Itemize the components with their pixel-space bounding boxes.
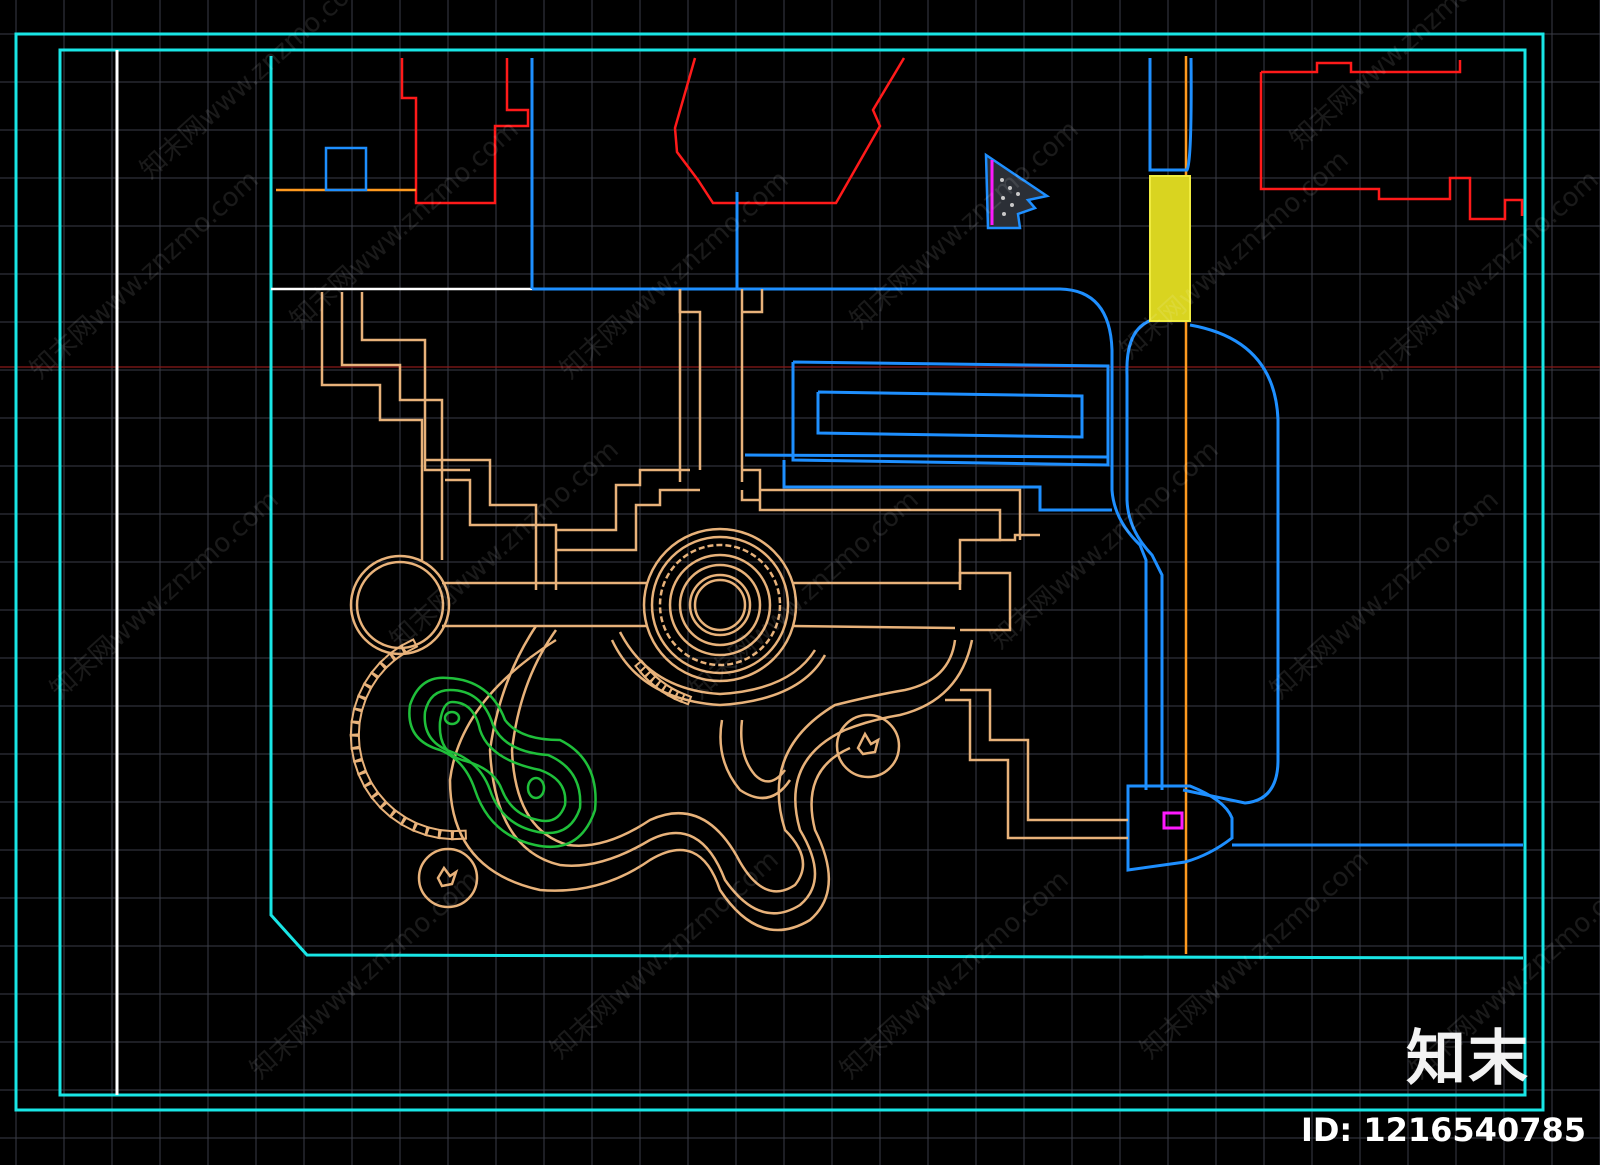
building-2 [673, 57, 906, 205]
pond [408, 676, 597, 849]
central-plaza [642, 527, 798, 683]
garden-paths [320, 289, 1128, 840]
yellow-highlight [1149, 175, 1191, 322]
watermark-id: ID: 1216540785 [1300, 1111, 1586, 1149]
site-boundary [269, 56, 1524, 960]
svg-text:知末网www.znzmo.com: 知末网www.znzmo.com [555, 165, 795, 385]
boundary-frames [14, 32, 1545, 1112]
building-3 [1259, 72, 1524, 221]
svg-text:知末网www.znzmo.com: 知末网www.znzmo.com [1135, 845, 1375, 1065]
north-arrow-icon [984, 152, 1051, 230]
svg-text:知末网www.znzmo.com: 知末网www.znzmo.com [1285, 0, 1525, 155]
outer-frame [14, 32, 1545, 1112]
winding-loop-path [448, 625, 974, 932]
inner-frame [58, 48, 1527, 1097]
west-plaza [355, 560, 445, 650]
svg-text:知末网www.znzmo.com: 知末网www.znzmo.com [1265, 485, 1505, 705]
stepping-stones [349, 638, 693, 841]
small-blue-box [324, 146, 368, 192]
magenta-marker [1162, 811, 1184, 830]
svg-text:知末网www.znzmo.com: 知末网www.znzmo.com [385, 435, 625, 655]
roads [530, 57, 1523, 872]
svg-text:知末网www.znzmo.com: 知末网www.znzmo.com [285, 115, 525, 335]
svg-text:知末网www.znzmo.com: 知末网www.znzmo.com [135, 0, 375, 185]
building-3-top [1261, 60, 1462, 74]
building-1 [400, 58, 530, 205]
svg-text:知末网www.znzmo.com: 知末网www.znzmo.com [845, 115, 1085, 335]
watermark-brand: 知末 [1406, 1024, 1530, 1094]
svg-text:知末网www.znzmo.com: 知末网www.znzmo.com [685, 485, 925, 705]
tree-symbol-icon [417, 713, 901, 909]
buildings [400, 57, 1524, 221]
svg-text:知末网www.znzmo.com: 知末网www.znzmo.com [45, 485, 285, 705]
svg-text:知末网www.znzmo.com: 知末网www.znzmo.com [985, 435, 1225, 655]
